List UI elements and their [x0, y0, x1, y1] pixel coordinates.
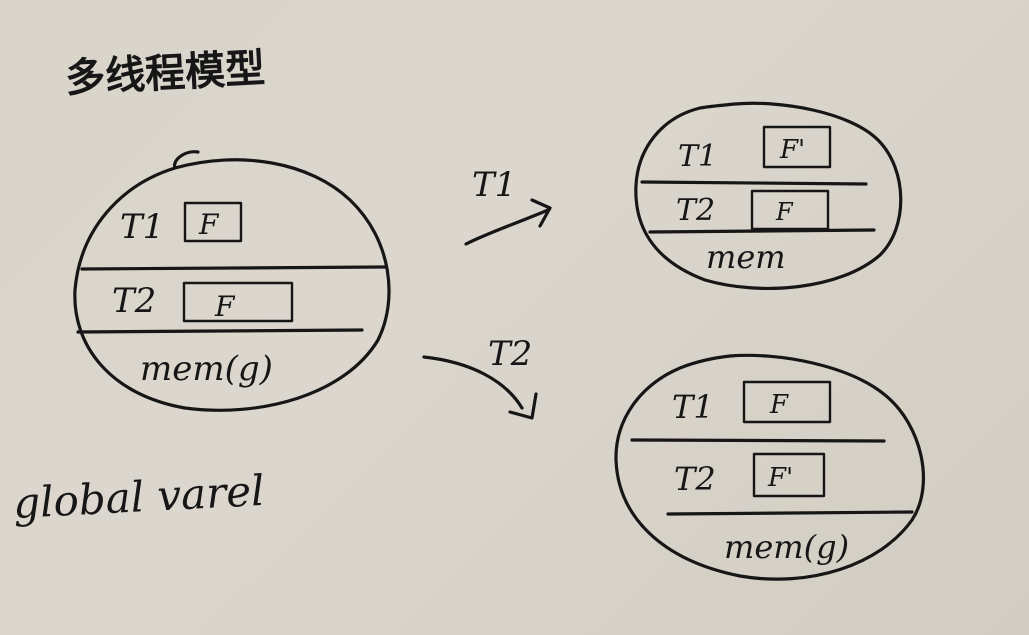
- main-thread-divider: [80, 265, 388, 271]
- t1-row2-frame-box: [750, 189, 830, 231]
- arrow-t2: T2: [422, 334, 538, 420]
- main-t2-frame-label: F: [214, 290, 236, 323]
- t2-row2-thread: T2: [674, 460, 716, 498]
- t1-thread-divider: [640, 180, 868, 186]
- t1-mem-divider: [648, 228, 876, 234]
- arrow-t2-line: [422, 355, 524, 410]
- main-memory-label: mem(g): [140, 349, 273, 389]
- t2-memory-label: mem(g): [724, 528, 849, 566]
- process-after-t1: T1 F' T2 F mem: [634, 101, 903, 291]
- arrow-t2-head: [508, 392, 538, 420]
- t2-thread-divider: [630, 438, 886, 443]
- t2-mem-divider: [666, 510, 914, 516]
- main-process: T1 F T2 F mem(g): [73, 150, 391, 412]
- main-mem-divider: [76, 328, 364, 334]
- t2-row1-frame-box: [742, 380, 832, 424]
- t2-row2-frame-box: [752, 452, 826, 498]
- t1-row1-frame-box: [762, 125, 832, 169]
- main-process-outline: [73, 150, 391, 412]
- arrow-t1-label: T1: [472, 165, 516, 205]
- t1-row2-frame-label: F: [775, 198, 794, 226]
- diagram-title: 多线程模型: [64, 46, 266, 102]
- t1-row2-thread: T2: [676, 193, 715, 228]
- main-t1-frame-box: [183, 201, 243, 243]
- t1-row1-thread: T1: [678, 139, 717, 174]
- main-t1-frame-label: F: [198, 208, 220, 241]
- t2-row2-frame-label: F': [767, 463, 793, 493]
- t1-row1-frame-label: F': [779, 135, 805, 165]
- arrow-t1-line: [464, 208, 550, 246]
- main-t1-label: T1: [120, 207, 164, 247]
- process-after-t2: T1 F T2 F' mem(g): [614, 353, 925, 581]
- t1-process-outline: [634, 101, 903, 291]
- global-var-caption: global varel: [12, 466, 266, 528]
- t2-process-outline: [614, 353, 925, 581]
- arrow-t1: T1: [464, 165, 552, 246]
- t1-memory-label: mem: [706, 238, 786, 276]
- t2-row1-frame-label: F: [769, 390, 789, 420]
- t2-row1-thread: T1: [672, 388, 714, 426]
- arrow-t2-label: T2: [488, 334, 532, 374]
- main-t2-label: T2: [112, 281, 156, 321]
- main-t2-frame-box: [182, 281, 294, 323]
- arrow-t1-head: [530, 198, 552, 228]
